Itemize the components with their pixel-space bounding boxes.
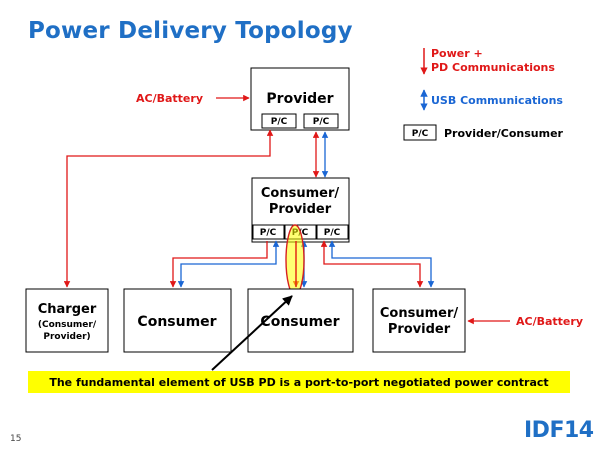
charger-label-line2: (Consumer/: [38, 320, 97, 330]
consumer-1-label: Consumer: [137, 314, 216, 330]
callout-arrow: [211, 295, 293, 371]
page-number: 15: [10, 434, 22, 444]
port-contract-highlight: [285, 224, 305, 296]
ac-battery-left-label: AC/Battery: [136, 92, 203, 105]
provider-port-1: [261, 113, 297, 129]
provider-label: Provider: [266, 91, 333, 107]
legend-usb-label: USB Communications: [431, 94, 563, 107]
hub-port-3-label: P/C: [324, 228, 341, 238]
cp-right-label-line2: Provider: [388, 322, 451, 337]
legend-power-line2: PD Communications: [431, 61, 555, 74]
hub-label-line1: Consumer/: [261, 186, 339, 201]
legend: Power + PD Communications USB Communicat…: [403, 47, 564, 141]
legend-power-line1: Power +: [431, 47, 483, 60]
provider-port-1-label: P/C: [271, 117, 288, 127]
charger-label-line1: Charger: [38, 302, 97, 317]
legend-pc-box: [403, 124, 437, 141]
legend-pc-box-label: P/C: [412, 129, 429, 139]
hub-port-3: [316, 224, 349, 240]
consumer-provider-right-node: Consumer/ Provider: [372, 288, 466, 353]
provider-charger-power-link: [63, 129, 274, 288]
charger-node: Charger (Consumer/ Provider): [25, 288, 109, 353]
legend-pc-label: Provider/Consumer: [444, 127, 564, 140]
provider-node: Provider P/C P/C: [250, 67, 350, 131]
ac-battery-right-label: AC/Battery: [516, 315, 583, 328]
provider-port-2: [303, 113, 339, 129]
hub-label-line2: Provider: [269, 202, 332, 217]
callout-banner: The fundamental element of USB PD is a p…: [28, 371, 570, 393]
consumer-node-1: Consumer: [123, 288, 232, 353]
charger-label-line3: Provider): [43, 332, 90, 342]
hub-consumer1-usb-link: [177, 240, 280, 288]
hub-cp-right-power-link: [320, 240, 424, 288]
hub-port-1-label: P/C: [260, 228, 277, 238]
consumer-node-2: Consumer: [247, 288, 354, 353]
cp-right-label-line1: Consumer/: [380, 306, 458, 321]
hub-cp-right-usb-link: [328, 240, 435, 288]
consumer-2-label: Consumer: [260, 314, 339, 330]
page-title: Power Delivery Topology: [28, 18, 353, 44]
idf-logo: IDF14: [524, 418, 594, 443]
provider-port-2-label: P/C: [313, 117, 330, 127]
